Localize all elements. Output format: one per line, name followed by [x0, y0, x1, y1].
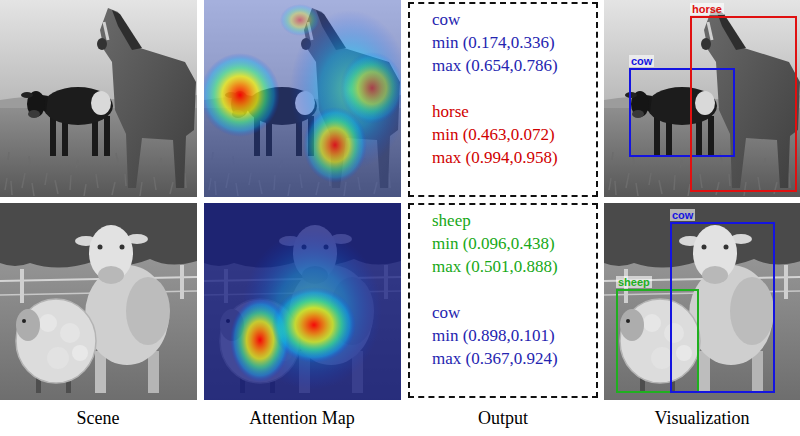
box-label: horse — [690, 3, 724, 15]
art-use — [204, 203, 401, 400]
class-name: horse — [432, 100, 592, 123]
coordinate-text: max (0.367,0.924) — [432, 347, 592, 370]
art-rect — [204, 203, 401, 400]
coordinate-text: max (0.994,0.958) — [432, 146, 592, 169]
attention-map — [200, 0, 410, 400]
coordinate-text: min (0.463,0.072) — [432, 123, 592, 146]
art-g — [230, 230, 382, 390]
coordinate-text: min (0.174,0.336) — [432, 31, 592, 54]
scene-photo — [0, 0, 197, 400]
bounding-box: cow — [670, 222, 775, 393]
output-box: cowmin (0.174,0.336)max (0.654,0.786) hor… — [408, 2, 598, 197]
class-name: cow — [432, 8, 592, 31]
art-ellipse — [280, 4, 320, 36]
art-use — [604, 0, 800, 197]
coordinate-text: min (0.898,0.101) — [432, 324, 592, 347]
box-label: cow — [670, 209, 695, 221]
coordinate-text: max (0.501,0.888) — [432, 255, 592, 278]
column-label: Visualization — [655, 407, 750, 429]
visualization-photo — [604, 0, 800, 400]
art-g — [204, 4, 401, 183]
art-use — [0, 203, 197, 400]
art-ellipse — [272, 287, 356, 363]
class-name: cow — [432, 301, 592, 324]
column-label: Attention Map — [249, 407, 355, 429]
bounding-box: horse — [690, 16, 797, 192]
coordinate-text: min (0.096,0.438) — [432, 232, 592, 255]
art-ellipse — [204, 53, 280, 137]
coordinate-text: max (0.654,0.786) — [432, 54, 592, 77]
art-ellipse — [340, 52, 401, 124]
art-use — [0, 0, 197, 197]
class-name: sheep — [432, 209, 592, 232]
bounding-box: sheep — [616, 289, 699, 393]
box-label: cow — [629, 55, 654, 67]
bounding-box: cow — [629, 68, 735, 157]
box-label: sheep — [616, 276, 652, 288]
output-box: sheepmin (0.096,0.438)max (0.501,0.888) c… — [408, 203, 598, 398]
column-label: Output — [478, 407, 528, 429]
art-use — [604, 203, 800, 400]
column-label: Scene — [77, 407, 120, 429]
